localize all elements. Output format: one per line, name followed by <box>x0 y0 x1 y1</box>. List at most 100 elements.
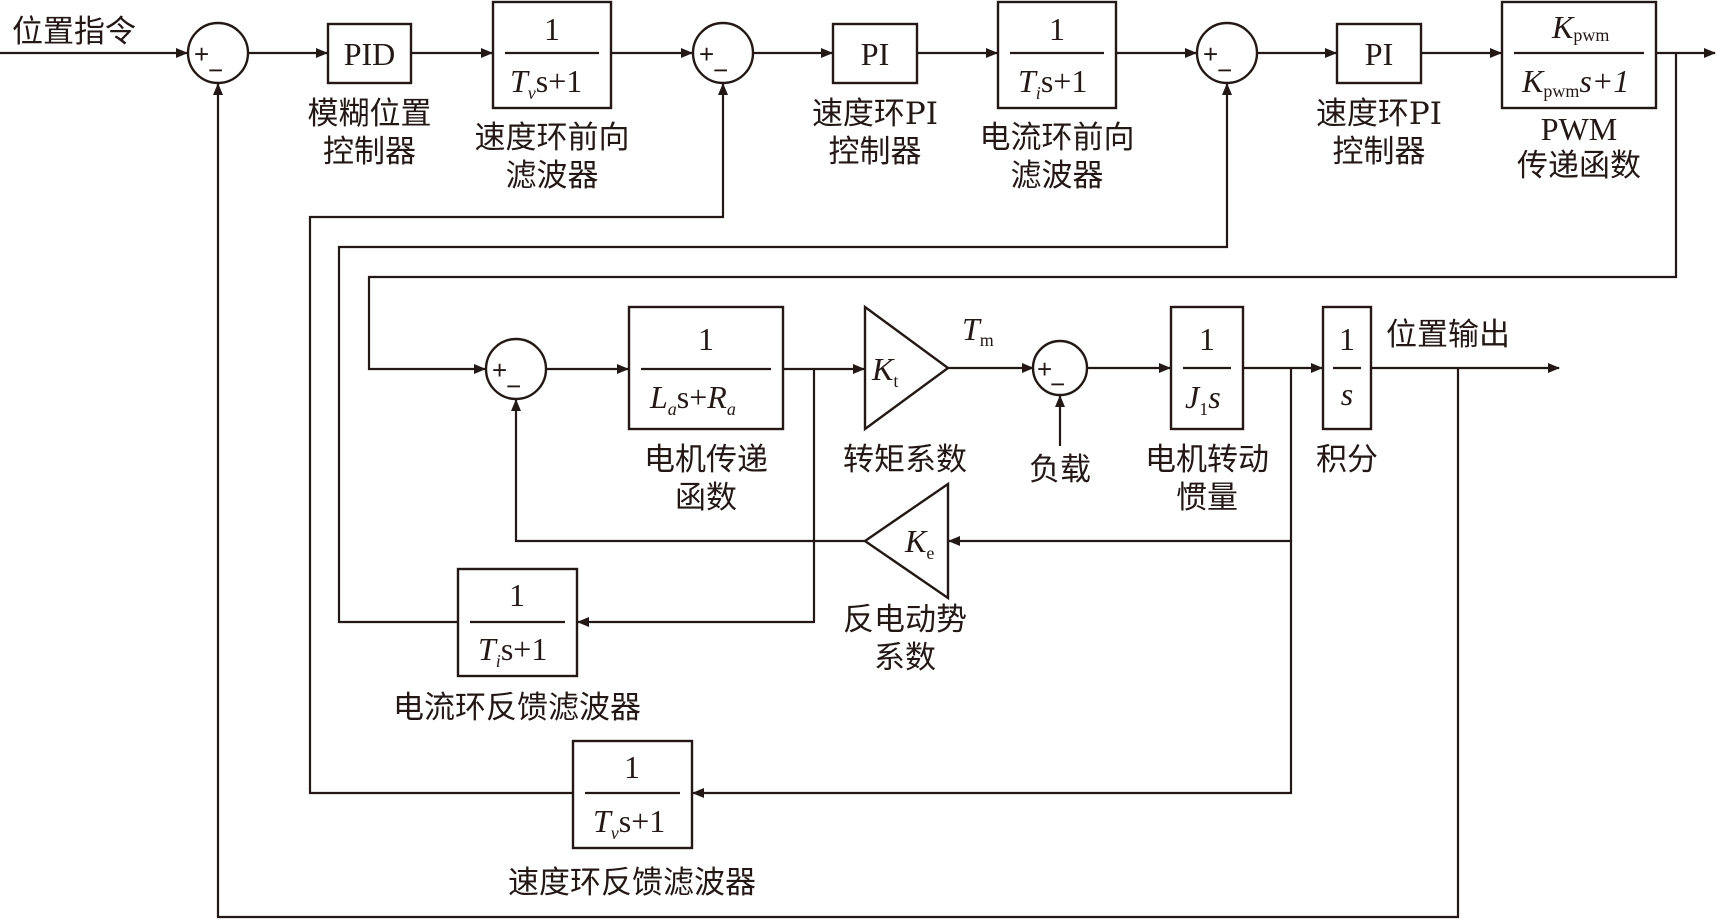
pid-block: PID 模糊位置 控制器 <box>308 22 432 170</box>
K-sub: t <box>893 371 898 391</box>
motor-transfer-block: 1 Las+Ra 电机传递 函数 <box>627 305 785 516</box>
label: 转矩系数 <box>843 442 967 478</box>
output-label: 位置输出 <box>1386 317 1510 353</box>
label-line2: 滤波器 <box>506 158 599 194</box>
den-mid: s+ <box>677 379 708 415</box>
output-signal: 位置输出 <box>1371 317 1560 373</box>
den-rest: s+1 <box>536 63 583 99</box>
label-line1: 电流环前向 <box>980 120 1135 156</box>
pid-label-line2: 控制器 <box>323 134 416 170</box>
load-label: 负载 <box>1029 452 1091 488</box>
back-emf-gain: Ke 反电动势 系数 <box>843 481 967 676</box>
current-to-filter-wire <box>577 369 816 627</box>
pi-text: PI <box>861 36 889 72</box>
speed-feedback-filter-block: 1 Tvs+1 速度环反馈滤波器 <box>508 739 756 901</box>
minus-sign: − <box>208 55 223 85</box>
svg-text:J1s: J1s <box>1185 379 1221 419</box>
den-sub: pwm <box>1543 81 1579 101</box>
plus-sign: + <box>1203 39 1218 69</box>
minus-sign: − <box>1050 369 1065 399</box>
plus-sign: + <box>699 39 714 69</box>
label: 速度环反馈滤波器 <box>508 865 756 901</box>
den-T: T <box>1018 63 1038 99</box>
sum-junction-current: + − <box>1195 21 1259 85</box>
numerator: 1 <box>624 749 640 785</box>
torque-signal-label: Tm <box>962 311 994 350</box>
den-rest: s+1 <box>501 631 548 667</box>
den-sub: v <box>528 83 536 103</box>
label-line1: 反电动势 <box>843 602 967 638</box>
svg-text:Ke: Ke <box>904 523 934 563</box>
pwm-to-motor-wire <box>367 53 1678 374</box>
position-feedback-wire <box>213 83 1460 919</box>
sum-junction-torque: + − <box>1031 339 1089 399</box>
svg-text:Kpwms+1: Kpwms+1 <box>1521 63 1629 101</box>
T: T <box>962 311 982 347</box>
den-rest: s <box>1208 379 1220 415</box>
pwm-block: Kpwm Kpwms+1 PWM 传递函数 <box>1500 0 1658 184</box>
label-line2: 系数 <box>874 640 936 676</box>
den-T: T <box>478 631 498 667</box>
input-signal: 位置指令 <box>0 14 188 58</box>
den-T: T <box>510 63 530 99</box>
numerator: 1 <box>1199 321 1215 357</box>
label-line1: PWM <box>1541 111 1617 147</box>
svg-text:Kpwm: Kpwm <box>1551 9 1609 45</box>
plus-sign: + <box>492 355 507 385</box>
plus-sign: + <box>1037 354 1052 384</box>
pid-text: PID <box>344 36 396 72</box>
den-Lsub: a <box>668 399 677 419</box>
backemf-to-sum-wire <box>511 399 865 543</box>
minus-sign: − <box>506 371 521 401</box>
T-sub: m <box>980 330 994 350</box>
plus-sign: + <box>194 39 209 69</box>
numerator: 1 <box>544 11 560 47</box>
svg-text:Tvs+1: Tvs+1 <box>593 803 665 843</box>
numerator: 1 <box>509 577 525 613</box>
current-feedback-wire <box>337 83 1232 624</box>
pi-text: PI <box>1365 36 1393 72</box>
label-line1: 速度环PI <box>1316 96 1442 132</box>
den-J: J <box>1185 379 1201 415</box>
current-pi-block: PI 速度环PI 控制器 <box>1316 22 1442 170</box>
minus-sign: − <box>713 55 728 85</box>
K: K <box>871 351 895 387</box>
svg-text:Tvs+1: Tvs+1 <box>510 63 582 103</box>
sum-junction-voltage: + − <box>484 337 548 401</box>
sum-junction-position: + − <box>186 21 250 85</box>
torque-constant-gain: Kt 转矩系数 <box>843 304 967 478</box>
speed-to-filter-wire <box>692 541 1293 798</box>
svg-text:Kt: Kt <box>871 351 898 391</box>
den-rest: s+1 <box>1041 63 1088 99</box>
svg-text:Tis+1: Tis+1 <box>478 631 547 671</box>
svg-text:Las+Ra: Las+Ra <box>649 379 736 419</box>
label-line1: 速度环PI <box>812 96 938 132</box>
sum-junction-speed: + − <box>691 21 755 85</box>
den-rest: s+1 <box>619 803 666 839</box>
label-line2: 函数 <box>675 480 737 516</box>
denominator: s <box>1341 376 1353 412</box>
speed-pi-block: PI 速度环PI 控制器 <box>812 22 938 170</box>
svg-text:Tm: Tm <box>962 311 994 350</box>
den-T: T <box>593 803 613 839</box>
pid-label-line1: 模糊位置 <box>308 96 432 132</box>
svg-text:Tis+1: Tis+1 <box>1018 63 1087 103</box>
den-R: R <box>706 379 727 415</box>
label-line2: 控制器 <box>1333 134 1426 170</box>
den-Rsub: a <box>727 399 736 419</box>
label: 电流环反馈滤波器 <box>393 690 641 726</box>
den-sub: v <box>611 823 619 843</box>
den-sub: 1 <box>1199 399 1208 419</box>
current-feedback-filter-block: 1 Tis+1 电流环反馈滤波器 <box>393 567 641 726</box>
label-line2: 控制器 <box>829 134 922 170</box>
input-label: 位置指令 <box>12 14 136 50</box>
inertia-block: 1 J1s 电机转动 惯量 <box>1145 305 1269 516</box>
den-K: K <box>1521 63 1545 99</box>
label-line2: 惯量 <box>1176 480 1238 516</box>
label: 积分 <box>1316 442 1378 478</box>
speed-feedback-wire <box>308 83 728 795</box>
num-sub: pwm <box>1573 25 1609 45</box>
K-sub: e <box>926 543 934 563</box>
label-line1: 电机传递 <box>644 442 768 478</box>
